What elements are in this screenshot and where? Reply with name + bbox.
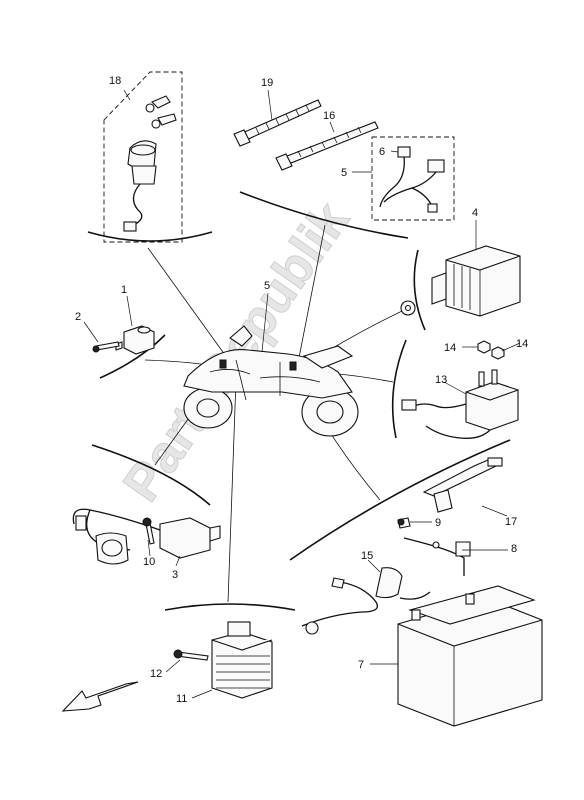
bracket-bottom-center: [164, 603, 296, 611]
bracket-left: [99, 334, 166, 379]
callout-3: 3: [172, 569, 178, 581]
bracket-right-lower: [391, 339, 407, 439]
cable-band-part-16: [275, 121, 379, 171]
atv-vehicle: [183, 325, 359, 437]
bracket-top-right: [239, 191, 409, 239]
callout-12: 12: [150, 668, 162, 680]
callout-18: 18: [109, 75, 121, 87]
rectifier-lead-part-3: [72, 508, 221, 565]
arrow-down-left-icon: [61, 681, 139, 712]
nut-part-14-b: [491, 346, 505, 360]
starter-cable-part-15: [301, 567, 431, 635]
callout-2: 2: [75, 311, 81, 323]
gear-icon: [400, 300, 416, 316]
callout-7: 7: [358, 659, 364, 671]
battery-part-7: [397, 585, 543, 727]
callout-10: 10: [143, 556, 155, 568]
callout-13: 13: [435, 374, 447, 386]
callout-8: 8: [511, 543, 517, 555]
callout-16: 16: [323, 110, 335, 122]
bracket-bottom-right: [289, 439, 511, 561]
bracket-mid-left: [91, 444, 211, 506]
bracket-top-left: [87, 231, 213, 242]
callout-15: 15: [361, 550, 373, 562]
callout-1: 1: [121, 284, 127, 296]
sub-wire-harness-part-5: [379, 146, 445, 213]
callout-5-harness: 5: [264, 280, 270, 292]
kit-box-5: [371, 136, 455, 221]
callout-6: 6: [379, 146, 385, 158]
screw-part-2: [92, 341, 120, 353]
bolt-part-12: [173, 649, 209, 661]
callout-labels: 18 19 16 6 5 4 5 1 2 14 14 13 9 17 8 15 …: [75, 75, 528, 705]
callout-17: 17: [505, 516, 517, 528]
rectifier-regulator-part-11: [211, 621, 273, 699]
callout-14-b: 14: [516, 338, 528, 350]
callout-11: 11: [176, 693, 187, 705]
negative-cable-part-8: [403, 537, 471, 576]
callout-5-kit: 5: [341, 167, 347, 179]
battery-band-part-17: [422, 457, 503, 513]
flasher-relay-part-1: [115, 325, 155, 355]
callout-14-a: 14: [444, 342, 456, 354]
starter-relay-part-13: [401, 369, 519, 439]
callout-4: 4: [472, 207, 478, 219]
relay-part-4: [431, 245, 521, 317]
callout-19: 19: [261, 77, 273, 89]
callout-leaders: [83, 89, 521, 699]
nut-part-14-a: [477, 340, 491, 354]
bolt-part-9: [397, 517, 411, 529]
screw-part-10: [142, 517, 155, 545]
main-switch-part-18: [123, 95, 177, 232]
cable-band-part-19: [233, 99, 322, 147]
callout-9: 9: [435, 517, 441, 529]
bracket-right-upper: [413, 249, 426, 331]
